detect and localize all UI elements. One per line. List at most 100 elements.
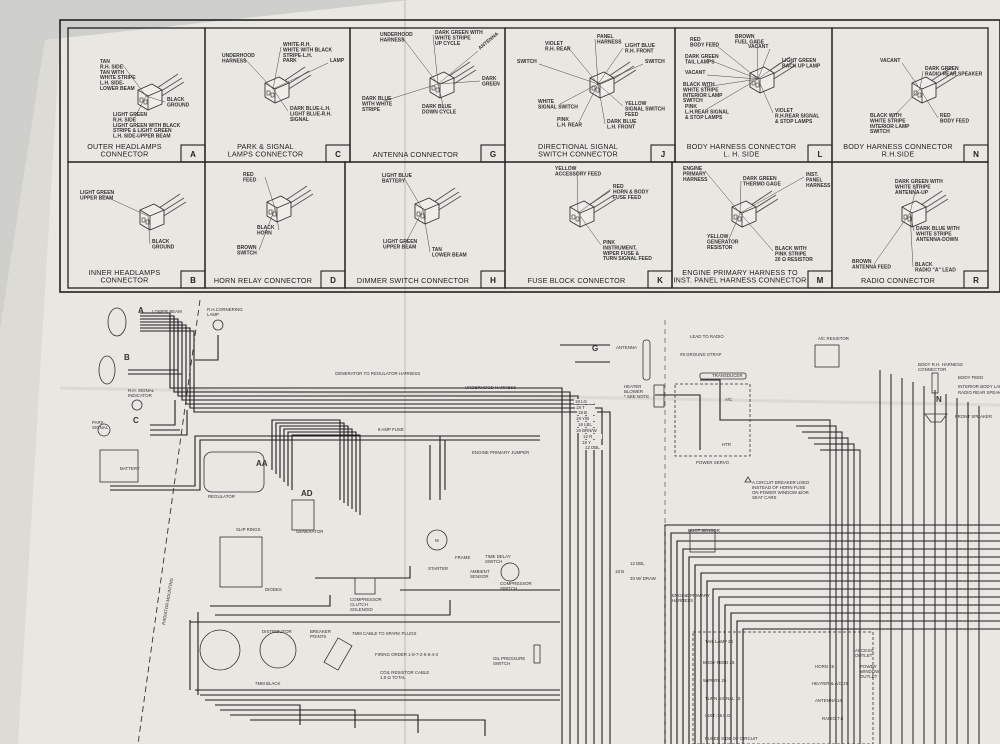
- callout-label-line: WHITE WITH BLACK: [283, 47, 333, 53]
- label-breaker-points-line: BREAKER: [310, 629, 331, 634]
- wire-label-bg: [584, 445, 604, 450]
- callout-label-line: L.H. SIDE-: [100, 81, 125, 87]
- callout-label-line: STRIPE & LIGHT GREEN: [113, 128, 172, 134]
- callout-label-line: HARNESS: [597, 39, 622, 45]
- callout-label-line: RADIO "A" LEAD: [915, 267, 956, 273]
- panel-title-line: ANTENNA CONNECTOR: [373, 150, 459, 159]
- callout-label-line: WHITE: [538, 99, 555, 105]
- callout-label-line: SWITCH: [237, 250, 257, 256]
- wire-label-bg: [577, 410, 597, 415]
- callout-label-line: LIGHT GREEN: [113, 112, 148, 118]
- callout-label-line: PINK: [603, 240, 615, 246]
- wire: [688, 556, 1000, 744]
- label-conn-b-line: B: [124, 353, 130, 362]
- callout-label-line: RED: [940, 113, 951, 119]
- connector-icon: [569, 190, 617, 228]
- leader-line: [597, 83, 606, 125]
- panel-title-line: CONNECTOR: [101, 150, 149, 159]
- wire: [195, 335, 219, 361]
- panel-letter: K: [657, 276, 663, 285]
- label-antenna: ANTENNA: [616, 345, 637, 350]
- callout-label-line: HORN: [257, 230, 272, 236]
- leader-line: [272, 88, 289, 112]
- label-fuse-tail: TAIL LAMP 25: [705, 639, 734, 644]
- callout-label-line: INST.: [806, 172, 819, 178]
- wire-label-bg: [629, 561, 649, 566]
- signal-indicator-icon: [131, 399, 143, 411]
- inner-headlamp-icon: [98, 355, 116, 385]
- label-diodes-line: DIODES: [265, 587, 282, 592]
- label-transducer-line: TRANSDUCER: [712, 373, 743, 378]
- label-park-signal-line: SIGNAL: [92, 425, 109, 430]
- callout-label-line: RADIO REAR SPEAKER: [925, 71, 983, 77]
- callout-label-line: UP CYCLE: [435, 41, 461, 47]
- label-power-window-outlet-line: POWER: [860, 664, 877, 669]
- outer-headlamp-icon: [107, 307, 127, 337]
- callout-label-line: LIGHT GREEN WITH BLACK: [113, 123, 181, 129]
- leader-line: [919, 70, 924, 90]
- callout-label-line: VACANT: [880, 58, 900, 64]
- label-power-servo: POWER SERVO: [696, 460, 730, 465]
- label-conn-g: G: [592, 344, 598, 353]
- label-park-signal-line: PARK: [92, 420, 104, 425]
- panel-letter: D: [330, 276, 336, 285]
- wire: [790, 419, 831, 744]
- leader-line: [757, 48, 771, 80]
- callout-label-line: DARK GREEN: [925, 66, 959, 72]
- callout-label-line: ENGINE: [683, 166, 703, 172]
- callout-label-line: SIGNAL: [290, 117, 309, 123]
- callout-label-line: DARK BLUE WITH: [916, 226, 960, 232]
- wire: [315, 566, 411, 579]
- leader-line: [274, 207, 280, 231]
- label-cornering-lamp-line: R.H.CORNERING: [207, 307, 243, 312]
- label-cornering-lamp-line: LAMP: [207, 312, 219, 317]
- label-conn-c-line: C: [133, 416, 139, 425]
- wire: [820, 449, 861, 744]
- callout-label-line: PANEL: [806, 177, 823, 183]
- wire-label: 12 R: [583, 434, 592, 439]
- callout-label-line: ANTENNA-UP: [895, 190, 929, 196]
- wire: [724, 604, 1000, 744]
- label-fuse-heater-line: HEATER & A/C 25: [812, 681, 849, 686]
- wire-label: 18 Y/B: [576, 416, 589, 421]
- panel-frame: [59, 19, 1000, 293]
- wire: [718, 596, 1000, 744]
- callout-label-line: FUEL GAGE: [735, 39, 765, 45]
- leader-line: [264, 176, 276, 209]
- leader-line: [437, 50, 479, 85]
- label-fuse-radio-line: RADIO 7.5: [822, 716, 844, 721]
- wire: [802, 431, 843, 744]
- callout-label-line: UPPER BEAM: [80, 195, 113, 201]
- wire-label: 16 LBL: [578, 422, 592, 427]
- label-servo-htr: HTR: [722, 442, 731, 447]
- panel-letter-box: [963, 270, 989, 289]
- wire: [808, 437, 849, 744]
- wire: [712, 588, 1000, 744]
- panel-title-line: RADIO CONNECTOR: [861, 276, 935, 285]
- leader-line: [597, 63, 644, 85]
- label-body-rh-harness-line: CONNECTOR: [918, 367, 946, 372]
- callout-label-line: BACK UP LAMP: [782, 63, 821, 69]
- label-black-7mm: 7MM BLACK: [255, 681, 280, 686]
- callout-label-line: SWITCH: [870, 129, 890, 135]
- callout-label-line: SWITCH: [517, 59, 537, 65]
- callout-label-line: DARK BLUE: [607, 119, 637, 125]
- callout-label-line: BLACK: [257, 225, 275, 231]
- label-duct-sensor-line: DUCT SENSOR: [688, 528, 720, 533]
- callout-label-line: BLACK: [915, 262, 933, 268]
- callout-label-line: RED: [243, 172, 254, 178]
